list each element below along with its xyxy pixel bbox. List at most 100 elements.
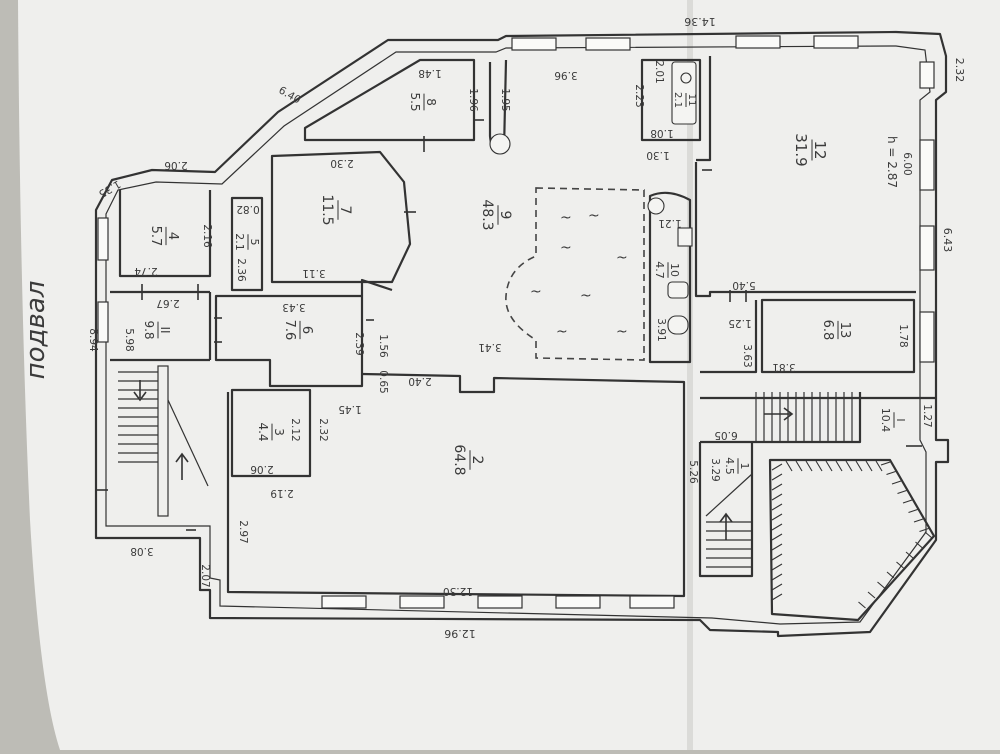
overall-right-mid-dim: 6.43 — [941, 228, 954, 253]
svg-text:~: ~ — [616, 324, 628, 340]
dimension-label: 2.16 — [201, 224, 213, 248]
dimension-label: 2.32 — [317, 418, 329, 441]
hatch-tick — [771, 533, 783, 541]
room-number: 10 — [668, 263, 681, 277]
hatch-tick — [805, 460, 813, 472]
room-area: 4.4 — [256, 422, 270, 441]
overall-right-top-dim: 2.32 — [953, 58, 966, 83]
hatch-tick — [913, 518, 924, 523]
room-area: 7.6 — [282, 320, 297, 341]
room-area: 2.1 — [233, 233, 246, 251]
dimension-label: 1.96 — [467, 88, 479, 112]
dimension-label: 12.30 — [443, 585, 473, 597]
light-well-hatch — [771, 460, 933, 609]
hatch-tick — [771, 503, 783, 511]
room-area: 5.5 — [408, 92, 422, 111]
hatch-tick — [919, 527, 929, 533]
dimension-label: 3.08 — [130, 545, 153, 557]
dimension-label: 2.06 — [250, 463, 274, 475]
dimension-label: 2.39 — [353, 332, 365, 355]
room-number: I — [894, 418, 907, 421]
dimension-label: 3.41 — [478, 341, 501, 353]
svg-text:~: ~ — [560, 240, 572, 256]
dimension-label: 6.05 — [714, 429, 737, 441]
dimension-label: 2.97 — [237, 520, 249, 543]
dimension-label: 0.65 — [377, 370, 389, 393]
room-label: II9.8 — [142, 320, 172, 339]
dimension-label: 6.00 — [901, 152, 913, 175]
room-number: 11 — [686, 94, 697, 107]
dimension-label: 8.94 — [87, 328, 99, 352]
room-number: 12 — [811, 140, 829, 159]
room-area: 10.4 — [879, 408, 892, 433]
hatch-tick — [875, 460, 883, 472]
svg-text:~: ~ — [580, 288, 592, 304]
dimension-label: 5.98 — [123, 328, 135, 351]
hatch-tick — [771, 573, 783, 581]
dashed-platform — [505, 187, 645, 361]
hatch-tick — [771, 473, 783, 481]
room-number: 3 — [272, 428, 286, 436]
hatch-tick — [886, 470, 896, 476]
dimension-label: 2.36 — [235, 258, 247, 282]
hatch-tick — [795, 460, 803, 472]
dimension-label: 2.67 — [156, 297, 179, 309]
dimension-label: 1.45 — [338, 403, 361, 415]
room-area: 64.8 — [451, 444, 467, 475]
outer-wall-inner — [105, 45, 931, 625]
room-label: 112.1 — [672, 92, 697, 108]
hatch-tick — [771, 583, 783, 591]
room-number: 2 — [469, 456, 485, 465]
dimension-label: 5.40 — [732, 279, 755, 291]
room-number: 8 — [424, 98, 438, 106]
room-number: II — [158, 326, 172, 333]
hatch-tick — [815, 460, 823, 472]
dimension-label: 1.08 — [650, 127, 673, 139]
dimension-label: 1.78 — [897, 324, 909, 347]
room-number: 7 — [337, 206, 353, 215]
hatch-tick — [886, 571, 895, 579]
hatch-tick — [896, 561, 904, 569]
stair-arrows — [133, 380, 794, 540]
room-number: 1 — [738, 463, 751, 470]
dimension-label: 1.48 — [418, 67, 441, 79]
dimension-label: 2.12 — [289, 418, 301, 441]
dimension-label: 2.07 — [199, 564, 211, 587]
interior-walls — [110, 56, 936, 622]
room-label: 711.5 — [319, 194, 353, 225]
dimension-label: 5.26 — [687, 460, 699, 484]
hatch-tick — [771, 523, 783, 531]
dimension-label: 2.40 — [408, 375, 431, 387]
paper — [18, 0, 1000, 750]
hatch-tick — [902, 499, 913, 504]
hatch-tick — [771, 593, 783, 601]
dimension-label: 2.74 — [134, 265, 158, 277]
dimension-label: 1.25 — [728, 317, 751, 329]
svg-text:~: ~ — [560, 210, 572, 226]
room-number: 9 — [497, 211, 513, 220]
room-area: 9.8 — [142, 320, 156, 339]
hatch-tick — [771, 483, 783, 491]
dimension-label: 1.95 — [499, 88, 511, 111]
hatch-tick — [877, 581, 885, 589]
hatch-tick — [897, 489, 907, 495]
room-area: 6.8 — [820, 320, 835, 341]
room-label: 104.7 — [653, 261, 681, 279]
hatch-tick — [771, 513, 783, 521]
dimension-label: 2.23 — [633, 84, 645, 107]
room-label: I10.4 — [879, 408, 907, 433]
overall-bottom-dim: 12.96 — [444, 627, 476, 640]
hatch-tick — [858, 601, 866, 609]
dimension-label: 1.27 — [921, 404, 933, 427]
hatch-tick — [771, 543, 783, 551]
hatch-tick — [905, 551, 914, 559]
dimension-label: 2.01 — [653, 60, 665, 83]
dimension-label: 3.96 — [554, 69, 578, 81]
hatch-tick — [924, 531, 933, 539]
svg-text:~: ~ — [616, 250, 628, 266]
room-area: 4.7 — [653, 261, 666, 279]
